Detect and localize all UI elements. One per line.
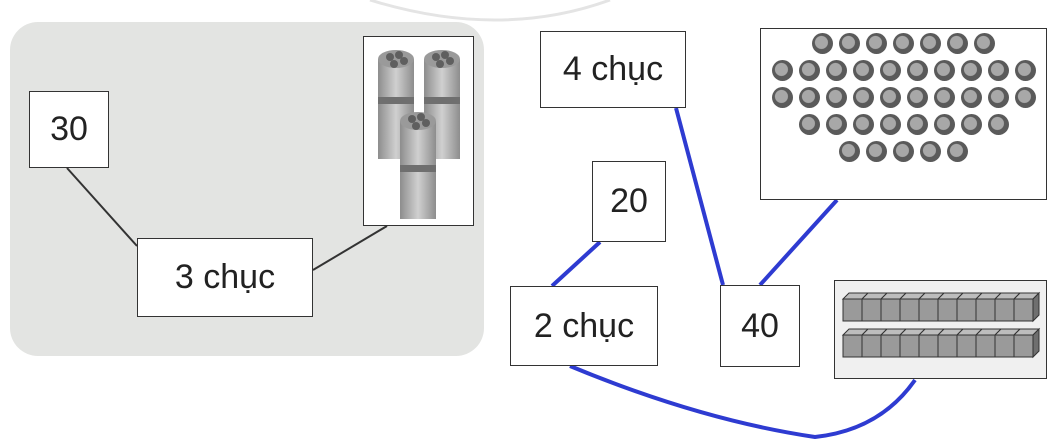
stick-bundle-3 xyxy=(400,112,436,219)
answer-line-dots-to-40 xyxy=(758,198,839,287)
counter-dot xyxy=(933,114,955,135)
stick-bundle-2 xyxy=(424,50,460,159)
cube-face xyxy=(1013,334,1034,358)
decorative-arc xyxy=(0,0,1047,45)
unit-cube-rods-icon xyxy=(841,291,1041,359)
cube-face xyxy=(899,298,920,322)
counter-dot xyxy=(852,87,874,108)
counter-dot xyxy=(960,60,982,81)
cube-face xyxy=(918,298,939,322)
cube-side xyxy=(1032,327,1040,359)
cube-face xyxy=(956,298,977,322)
counter-dot xyxy=(906,87,928,108)
counter-dot xyxy=(771,87,793,108)
counter-dot xyxy=(839,33,860,54)
counter-dot xyxy=(798,60,820,81)
counter-dot xyxy=(933,87,955,108)
counter-dot xyxy=(906,114,928,135)
cube-face xyxy=(918,334,939,358)
counter-dot xyxy=(771,60,793,81)
counter-dot xyxy=(798,114,820,135)
counter-dot xyxy=(987,60,1009,81)
cube-face xyxy=(937,334,958,358)
counter-dot xyxy=(866,33,887,54)
counter-dot xyxy=(879,60,901,81)
cube-face xyxy=(1013,298,1034,322)
cube-face xyxy=(975,298,996,322)
counter-dot xyxy=(947,141,968,162)
number-card-30: 30 xyxy=(29,91,109,168)
counter-dot xyxy=(812,33,833,54)
counter-dot xyxy=(920,141,941,162)
counter-dot xyxy=(825,87,847,108)
card-2-chuc[interactable]: 2 chục xyxy=(510,286,658,366)
counter-dot xyxy=(1014,60,1036,81)
counter-dot xyxy=(933,60,955,81)
cube-face xyxy=(861,334,882,358)
card-20[interactable]: 20 xyxy=(592,161,666,242)
answer-line-4chuc-to-40 xyxy=(674,107,725,286)
cube-face xyxy=(842,334,863,358)
counter-dot xyxy=(987,87,1009,108)
cube-face xyxy=(956,334,977,358)
counter-dot xyxy=(960,114,982,135)
cube-face xyxy=(880,298,901,322)
tens-card-3-chuc: 3 chục xyxy=(137,238,313,317)
counter-dot xyxy=(866,141,887,162)
card-4-chuc[interactable]: 4 chục xyxy=(540,31,686,108)
counter-dot xyxy=(879,87,901,108)
cubes-image-card[interactable] xyxy=(834,280,1047,379)
cube-face xyxy=(937,298,958,322)
counter-dot xyxy=(960,87,982,108)
counter-dot xyxy=(947,33,968,54)
counters-icon xyxy=(761,33,1046,162)
counter-dot xyxy=(987,114,1009,135)
cube-face xyxy=(842,298,863,322)
cube-side xyxy=(1032,291,1040,323)
answer-line-2chuc-to-cubes xyxy=(569,364,917,440)
counter-dot xyxy=(974,33,995,54)
counter-dot xyxy=(893,141,914,162)
cube-face xyxy=(975,334,996,358)
counter-dot xyxy=(1014,87,1036,108)
bundles-of-sticks-icon xyxy=(378,50,460,219)
counter-dot xyxy=(852,60,874,81)
counter-dot xyxy=(893,33,914,54)
example-line-number-to-tens xyxy=(66,167,138,247)
answer-line-20-to-2chuc xyxy=(550,240,602,288)
cube-face xyxy=(899,334,920,358)
cube-face xyxy=(994,298,1015,322)
dots-image-card[interactable] xyxy=(760,28,1047,200)
counter-dot xyxy=(906,60,928,81)
sticks-image-card xyxy=(363,36,474,226)
counter-dot xyxy=(852,114,874,135)
cube-face xyxy=(880,334,901,358)
cube-rod-1 xyxy=(841,291,1041,323)
card-40[interactable]: 40 xyxy=(720,285,800,367)
counter-dot xyxy=(798,87,820,108)
counter-dot xyxy=(825,60,847,81)
counter-dot xyxy=(825,114,847,135)
cube-face xyxy=(861,298,882,322)
cube-rod-2 xyxy=(841,327,1041,359)
example-line-tens-to-image xyxy=(312,225,388,271)
counter-dot xyxy=(920,33,941,54)
cube-face xyxy=(994,334,1015,358)
counter-dot xyxy=(879,114,901,135)
counter-dot xyxy=(839,141,860,162)
